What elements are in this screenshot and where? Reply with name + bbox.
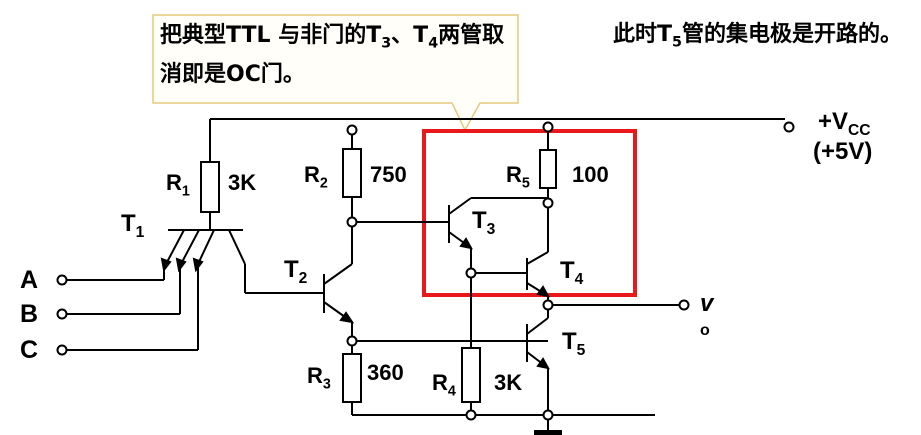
output-sub: o: [700, 322, 710, 339]
r2-resistor: [342, 148, 362, 198]
input-b-label: B: [20, 300, 39, 328]
r5-value: 100: [572, 162, 609, 187]
ground-symbol: [534, 430, 562, 435]
output-label: v: [700, 290, 714, 317]
highlight-box: [422, 129, 637, 297]
r5-label: R5: [506, 162, 530, 192]
r1-resistor: [200, 161, 220, 213]
r4-value: 3K: [494, 370, 523, 395]
note-text: 此时T5管的集电极是开路的。: [613, 22, 902, 51]
input-a-label: A: [20, 266, 39, 294]
t1-label: T1: [121, 210, 145, 241]
r2-value: 750: [370, 162, 407, 187]
t4-label: T4: [560, 257, 584, 288]
callout-text: 把典型TTL 与非门的T3、T4两管取消即是OC门。: [160, 23, 505, 88]
callout-box: [152, 14, 519, 132]
input-c-label: C: [20, 336, 39, 364]
t3-label: T3: [472, 207, 496, 238]
r5-resistor: [539, 149, 557, 189]
r1-label: R1: [166, 170, 190, 200]
supply-value: (+5V): [813, 138, 873, 165]
supply-label: +VCC: [818, 108, 871, 139]
r1-value: 3K: [228, 170, 257, 195]
r3-resistor: [342, 353, 362, 403]
r2-label: R2: [304, 162, 328, 192]
t2-label: T2: [284, 256, 308, 287]
t5-label: T5: [562, 328, 586, 359]
r3-label: R3: [307, 363, 331, 393]
r3-value: 360: [367, 360, 404, 385]
r4-label: R4: [432, 370, 456, 400]
r4-resistor: [461, 347, 481, 403]
